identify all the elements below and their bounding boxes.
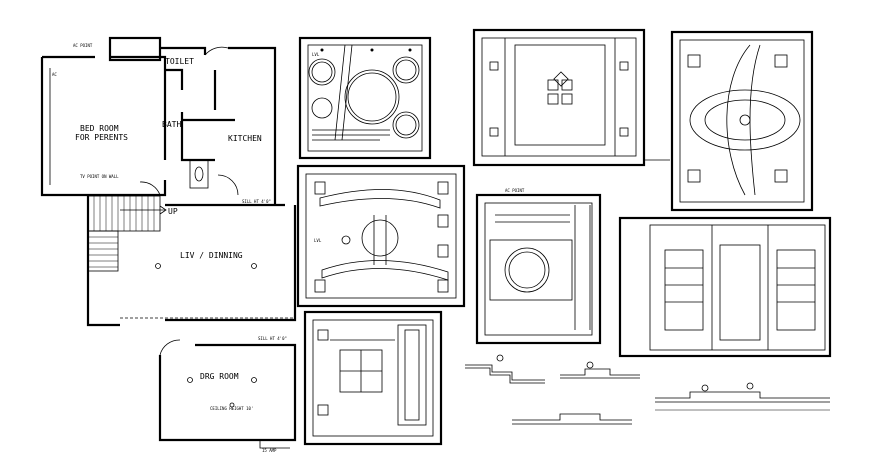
toilet-door-swing	[204, 46, 229, 56]
drg-dim-line	[259, 440, 290, 449]
drawing-room-walls	[158, 343, 297, 442]
ac-point-note: AC POINT	[73, 43, 93, 48]
light-point	[155, 263, 161, 269]
light-point	[251, 263, 257, 269]
tv-point-note: TV POINT ON WALL	[80, 174, 119, 179]
ceiling4-lvl-tag: LVL	[314, 238, 322, 243]
ceiling1-lvl-tag: LVL	[312, 52, 320, 57]
ceiling-detail-grid	[303, 310, 443, 446]
sill-height-note: SILL HT 4'0"	[242, 199, 271, 204]
ac-note: AC	[52, 72, 57, 77]
light-point	[251, 377, 257, 383]
kitchen-sink	[189, 159, 209, 189]
living-walls	[86, 195, 297, 327]
ceiling-detail-panels	[618, 216, 832, 358]
light-point	[187, 377, 193, 383]
ceiling-detail-squares	[472, 28, 670, 167]
staircase	[87, 195, 167, 272]
stair-up-label: UP	[168, 207, 178, 216]
sink-bowl	[194, 166, 204, 182]
light-point	[229, 402, 235, 408]
toilet-label: TOILET	[165, 57, 194, 66]
ac-point-label: AC POINT	[505, 188, 525, 193]
ceiling-detail-circles: LVL	[298, 36, 432, 160]
drg-door-swing	[159, 339, 181, 356]
bedroom-door-swing	[139, 181, 161, 196]
bedroom-label: BED ROOM	[80, 124, 119, 133]
ceiling-detail-arcs: LVL	[296, 164, 466, 308]
liv-dining-label: LIV / DINNING	[180, 251, 243, 260]
drg-room-label: DRG ROOM	[200, 372, 239, 381]
toilet-kitchen-walls	[160, 46, 277, 205]
bedroom-label-2: FOR PERENTS	[75, 133, 128, 142]
bedroom-walls	[40, 55, 167, 197]
kitchen-label: KITCHEN	[228, 134, 262, 143]
amp-note: 15 AMP	[262, 448, 277, 453]
kitchen-door-swing	[217, 174, 239, 196]
section-details	[465, 354, 830, 425]
bath-partition	[165, 68, 235, 162]
main-floor-plan: TOILET BED ROOM FOR PERENTS BATH KITCHEN…	[40, 36, 297, 453]
ceiling-detail-ac: AC POINT	[475, 188, 602, 345]
sill-height-note-2: SILL HT 4'0"	[258, 336, 287, 341]
ceiling-detail-curved	[670, 30, 814, 212]
bath-label: BATH	[162, 120, 181, 129]
ceiling-height-note: CEILING HEIGHT 10'	[210, 406, 253, 411]
